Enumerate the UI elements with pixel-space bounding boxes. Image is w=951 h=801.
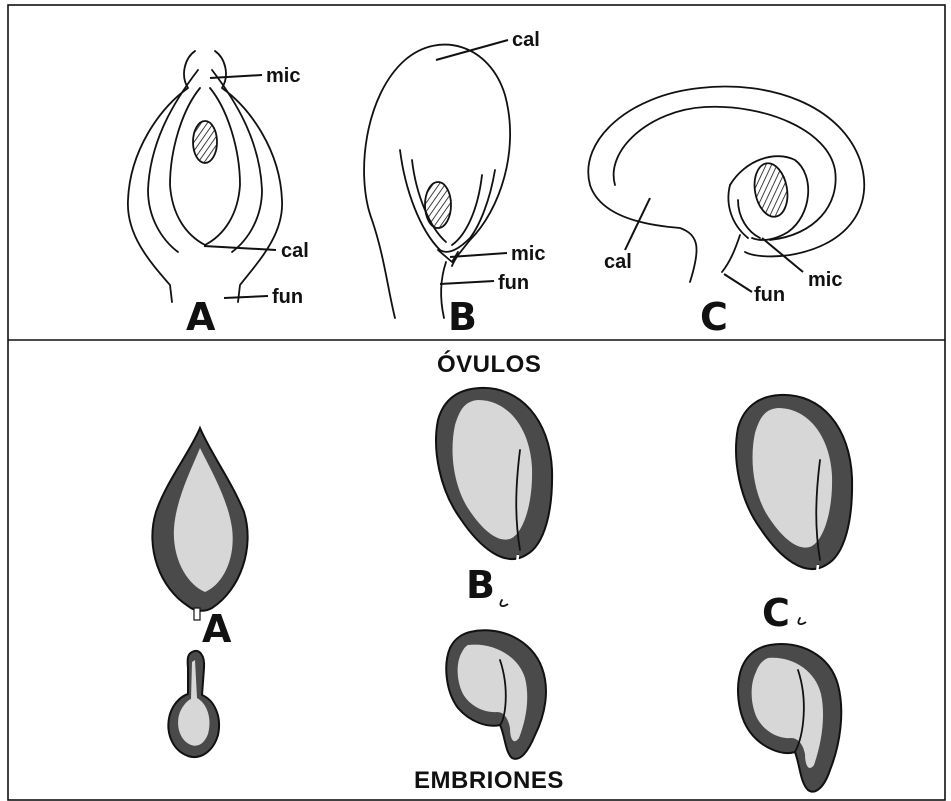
label-mic-b: mic — [511, 243, 545, 265]
ovule-b: B — [436, 388, 552, 607]
letter-a-top: A — [186, 295, 216, 339]
letter-c-top: C — [700, 295, 728, 339]
ovule-c: C — [736, 395, 852, 635]
label-fun-b: fun — [498, 272, 529, 294]
embryo-c — [738, 644, 841, 792]
section-diagram-c: cal fun mic C — [588, 87, 864, 339]
embryo-sac-c — [751, 161, 792, 220]
label-cal-a: cal — [281, 240, 309, 262]
embryo-a — [168, 651, 219, 757]
letter-b-top: B — [448, 295, 477, 339]
label-mic-c: mic — [808, 269, 842, 291]
embryo-sac-b — [425, 182, 451, 228]
section-diagram-a: mic cal fun A — [128, 51, 309, 339]
ovule-a: A — [152, 428, 247, 651]
embryos-title: EMBRIONES — [414, 767, 564, 794]
embryo-sac-a — [193, 121, 217, 163]
letter-a-ovule: A — [202, 607, 232, 651]
label-cal-c: cal — [604, 251, 632, 273]
ovules-title: ÓVULOS — [437, 350, 541, 378]
label-mic-a: mic — [266, 65, 300, 87]
letter-b-ovule: B — [466, 563, 495, 607]
label-fun-c: fun — [754, 284, 785, 306]
section-diagram-b: cal mic fun B — [364, 29, 545, 339]
label-fun-a: fun — [272, 286, 303, 308]
letter-c-ovule: C — [762, 591, 790, 635]
embryo-b — [446, 630, 546, 759]
label-cal-b: cal — [512, 29, 540, 51]
